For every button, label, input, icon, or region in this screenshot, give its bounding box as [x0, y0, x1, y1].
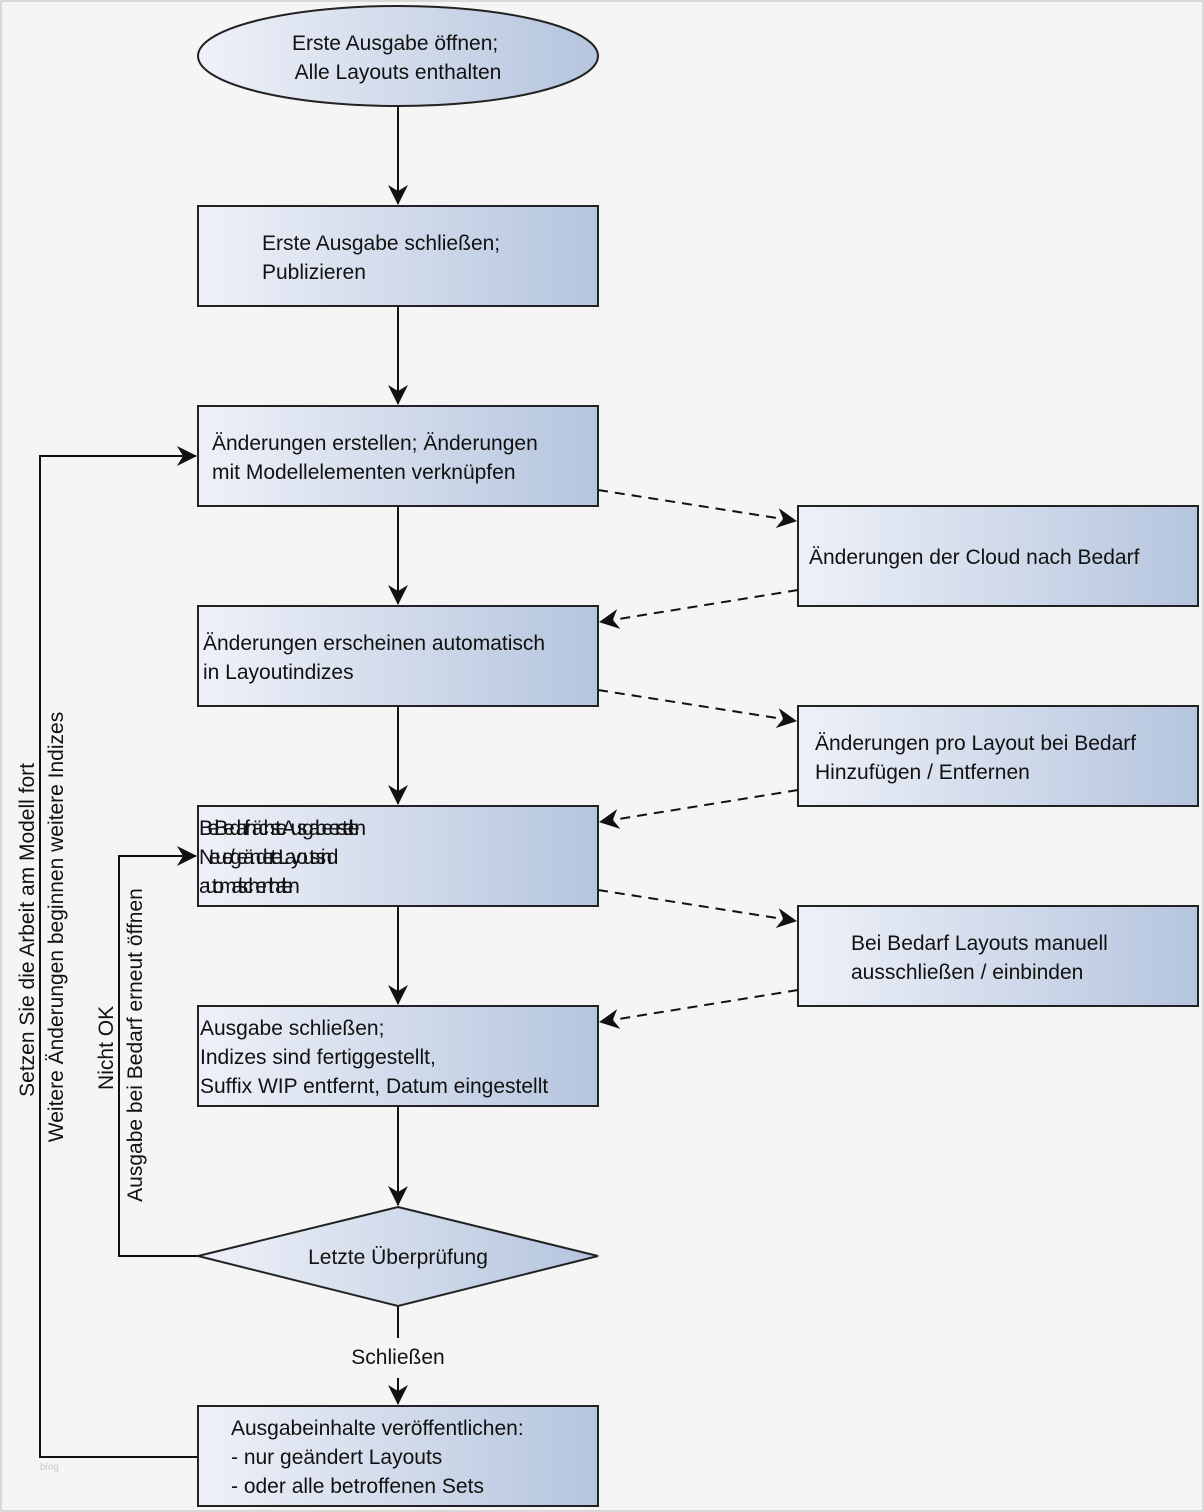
next-issue-line-3: automatisch enthalten — [199, 875, 300, 898]
close-issue-line-2: Indizes sind fertiggestellt, — [200, 1046, 436, 1069]
continue-line-2: Weitere Änderungen beginnen weitere Indi… — [45, 712, 68, 1142]
svg-text:Änderungen der Cloud nach Beda: Änderungen der Cloud nach Bedarf — [809, 546, 1140, 569]
svg-text:Änderungen erscheinen automati: Änderungen erscheinen automatisch in Lay… — [203, 632, 551, 684]
svg-text:Bei Bedarf Layouts manuell: Bei Bedarf Layouts manuell ausschließen … — [851, 932, 1114, 984]
node-per-layout: Änderungen pro Layout bei Bedarf Hinzufü… — [797, 705, 1199, 807]
node-manual-layouts: Bei Bedarf Layouts manuell ausschließen … — [797, 905, 1199, 1007]
start-line-1: Erste Ausgabe öffnen; — [292, 32, 498, 55]
edge-per-layout-to-next-issue — [599, 789, 799, 829]
close-issue-box — [197, 1005, 599, 1107]
publish-box — [197, 1405, 599, 1507]
close-first-line-1: Erste Ausgabe schließen; — [262, 232, 500, 255]
node-cloud-changes: Änderungen der Cloud nach Bedarf — [797, 505, 1199, 607]
not-ok-line-2: Ausgabe bei Bedarf erneut öffnen — [124, 888, 147, 1202]
manual-layouts-line-2: ausschließen / einbinden — [851, 961, 1083, 984]
close-first-box — [197, 205, 599, 307]
create-changes-line-1: Änderungen erstellen; Änderungen — [212, 432, 538, 455]
auto-appear-line-1: Änderungen erscheinen automatisch — [203, 632, 545, 655]
svg-text:Bei Bedarf nächste Ausgabe ers: Bei Bedarf nächste Ausgabe erstellen Neu… — [199, 817, 367, 898]
dashed-edges — [597, 489, 799, 1029]
edge-continue-loop — [39, 446, 198, 1458]
edge-next-issue-to-manual — [597, 889, 797, 928]
node-start: Erste Ausgabe öffnen; Alle Layouts entha… — [197, 5, 599, 107]
close-issue-line-1: Ausgabe schließen; — [200, 1017, 384, 1040]
svg-text:Änderungen erstellen; Änderung: Änderungen erstellen; Änderungen mit Mod… — [212, 432, 544, 484]
node-final-check: Letzte Überprüfung — [197, 1205, 599, 1308]
edge-label-close: Schließen — [351, 1346, 444, 1369]
svg-text:Erste Ausgabe öffnen; Al: Erste Ausgabe öffnen; Alle Layouts entha… — [292, 32, 504, 84]
per-layout-line-2: Hinzufügen / Entfernen — [815, 761, 1030, 784]
watermark-text: blog — [40, 1462, 59, 1473]
manual-layouts-box — [797, 905, 1199, 1007]
svg-text:Ausgabeinhalte veröffentlichen: Ausgabeinhalte veröffentlichen: - nur ge… — [231, 1417, 530, 1498]
node-next-issue: Bei Bedarf nächste Ausgabe erstellen Neu… — [197, 805, 599, 907]
next-issue-line-1: Bei Bedarf nächste Ausgabe erstellen — [199, 817, 366, 840]
node-publish: Ausgabeinhalte veröffentlichen: - nur ge… — [197, 1405, 599, 1507]
auto-appear-box — [197, 605, 599, 707]
svg-text:Änderungen pro Layout bei Beda: Änderungen pro Layout bei Bedarf Hinzufü… — [815, 732, 1142, 784]
svg-text:Letzte Überprüfung: Letzte Überprüfung — [308, 1246, 488, 1269]
node-close-first: Erste Ausgabe schließen; Publizieren — [197, 205, 599, 307]
per-layout-box — [797, 705, 1199, 807]
close-issue-line-3: Suffix WIP entfernt, Datum eingestellt — [200, 1075, 548, 1098]
next-issue-box — [197, 805, 599, 907]
edge-label-not-ok: Nicht OK Ausgabe bei Bedarf erneut öffne… — [95, 888, 147, 1202]
publish-line-1: Ausgabeinhalte veröffentlichen: — [231, 1417, 524, 1440]
edge-manual-to-close-issue — [599, 989, 799, 1029]
node-close-issue: Ausgabe schließen; Indizes sind fertigge… — [197, 1005, 599, 1107]
continue-line-1: Setzen Sie die Arbeit am Modell fort — [16, 763, 39, 1097]
not-ok-line-1: Nicht OK — [95, 1006, 118, 1090]
edge-create-changes-to-cloud — [597, 489, 797, 528]
solid-edges — [39, 107, 408, 1458]
edge-cloud-to-auto-appear — [599, 589, 799, 629]
final-check-diamond — [197, 1205, 599, 1308]
publish-line-3: - oder alle betroffenen Sets — [231, 1475, 484, 1498]
final-check-line-1: Letzte Überprüfung — [308, 1246, 488, 1269]
start-line-2: Alle Layouts enthalten — [295, 61, 502, 84]
next-issue-line-2: Neue / geänderte Layouts sind — [199, 846, 338, 869]
svg-text:Ausgabe schließen; Indiz: Ausgabe schließen; Indizes sind fertigge… — [200, 1017, 548, 1098]
cloud-changes-box — [797, 505, 1199, 607]
node-auto-appear: Änderungen erscheinen automatisch in Lay… — [197, 605, 599, 707]
edge-auto-appear-to-per-layout — [597, 689, 797, 728]
svg-text:Erste Ausgabe schließen;: Erste Ausgabe schließen; Publizieren — [262, 232, 506, 284]
per-layout-line-1: Änderungen pro Layout bei Bedarf — [815, 732, 1136, 755]
edge-not-ok-loop — [118, 846, 198, 1257]
close-first-line-2: Publizieren — [262, 261, 366, 284]
create-changes-line-2: mit Modellelementen verknüpfen — [212, 461, 516, 484]
node-create-changes: Änderungen erstellen; Änderungen mit Mod… — [197, 405, 599, 507]
start-ellipse — [197, 5, 599, 107]
create-changes-box — [197, 405, 599, 507]
auto-appear-line-2: in Layoutindizes — [203, 661, 354, 684]
publish-line-2: - nur geändert Layouts — [231, 1446, 442, 1469]
cloud-changes-line-1: Änderungen der Cloud nach Bedarf — [809, 546, 1140, 569]
manual-layouts-line-1: Bei Bedarf Layouts manuell — [851, 932, 1108, 955]
edge-label-continue: Setzen Sie die Arbeit am Modell fort Wei… — [16, 712, 68, 1142]
